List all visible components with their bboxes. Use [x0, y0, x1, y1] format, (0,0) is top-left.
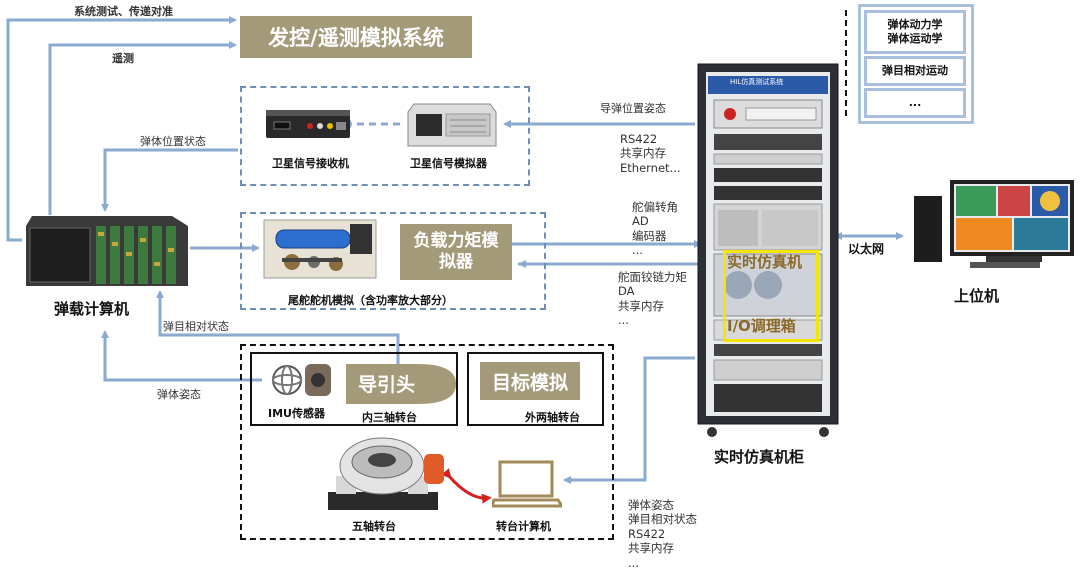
- seeker-label: 导引头: [358, 374, 416, 396]
- inner-axis-box: [250, 352, 458, 426]
- system-test-arrow: [6, 16, 237, 242]
- satellite-group: [240, 86, 530, 186]
- realtime-io-highlight: [723, 250, 819, 342]
- body-position-arrow: [101, 148, 238, 212]
- target-simulation: 目标模拟: [480, 362, 580, 400]
- ethernet-label: 以太网: [848, 242, 885, 256]
- cabinet-header-text: HIL仿真测试系统: [730, 78, 784, 86]
- body-attitude-label: 弹体姿态: [157, 388, 201, 401]
- inner-axis-label: 内三轴转台: [362, 411, 417, 424]
- io-box-label: I/O调理箱: [727, 317, 796, 335]
- page-title: 发控/遥测模拟系统: [240, 16, 472, 58]
- host-computer-image: [910, 176, 1076, 272]
- satellite-link-text: RS422 共享内存 Ethernet...: [620, 132, 681, 175]
- tail-actuator-image: [262, 218, 378, 280]
- seeker-to-computer-arrow: [156, 290, 400, 365]
- actuator-out-text: 舵偏转角 AD 编码器 ...: [632, 200, 678, 258]
- actuator-group: [240, 212, 546, 310]
- system-test-label: 系统测试、传递对准: [74, 5, 173, 18]
- onboard-computer-label: 弹载计算机: [54, 300, 130, 318]
- five-axis-turntable-image: [318, 436, 448, 514]
- simulation-cabinet-image: [696, 62, 840, 438]
- satellite-receiver-label: 卫星信号接收机: [272, 157, 349, 170]
- actuator-in-text: 舵面铰链力矩 DA 共享内存 ...: [618, 270, 687, 328]
- telemetry-arrow: [48, 41, 237, 215]
- turntable-link-text: 弹体姿态 弹目相对状态 RS422 共享内存 ...: [628, 498, 697, 570]
- satellite-simulator-image: [404, 98, 500, 152]
- telemetry-label: 遥测: [112, 52, 134, 65]
- seeker: [346, 364, 456, 404]
- realtime-sim-label: 实时仿真机: [727, 253, 803, 271]
- body-position-label: 弹体位置状态: [140, 135, 206, 148]
- imu-to-computer-arrow: [101, 330, 262, 382]
- cabinet-turntable-arrow: [563, 356, 695, 484]
- satellite-simulator-label: 卫星信号模拟器: [410, 157, 487, 170]
- imu-label: IMU传感器: [268, 407, 325, 420]
- outer-axis-label: 外两轴转台: [525, 411, 580, 424]
- five-axis-label: 五轴转台: [352, 520, 396, 533]
- turntable-pc-label: 转台计算机: [496, 520, 551, 533]
- turntable-pc-link: [441, 468, 492, 504]
- turntable-pc-image: [489, 458, 565, 510]
- outer-axis-box: [467, 352, 604, 426]
- host-label: 上位机: [954, 287, 1000, 305]
- satellite-receiver-image: [264, 102, 352, 146]
- target-relative-state-label: 弹目相对状态: [163, 320, 229, 333]
- actuator-caption: 尾舵舵机模拟（含功率放大部分）: [288, 294, 453, 307]
- model-item-more: ...: [864, 88, 966, 118]
- model-item-relative-motion: 弹目相对运动: [864, 56, 966, 86]
- models-panel-frame: [858, 4, 974, 124]
- model-item-dynamics: 弹体动力学 弹体运动学: [864, 10, 966, 54]
- onboard-computer-image: [22, 212, 192, 292]
- cabinet-label: 实时仿真机柜: [714, 448, 805, 466]
- turntable-group: [240, 344, 614, 540]
- imu-image: [265, 360, 335, 400]
- missile-position-attitude-label: 导弹位置姿态: [600, 102, 666, 115]
- load-torque-simulator: 负载力矩模 拟器: [400, 224, 512, 280]
